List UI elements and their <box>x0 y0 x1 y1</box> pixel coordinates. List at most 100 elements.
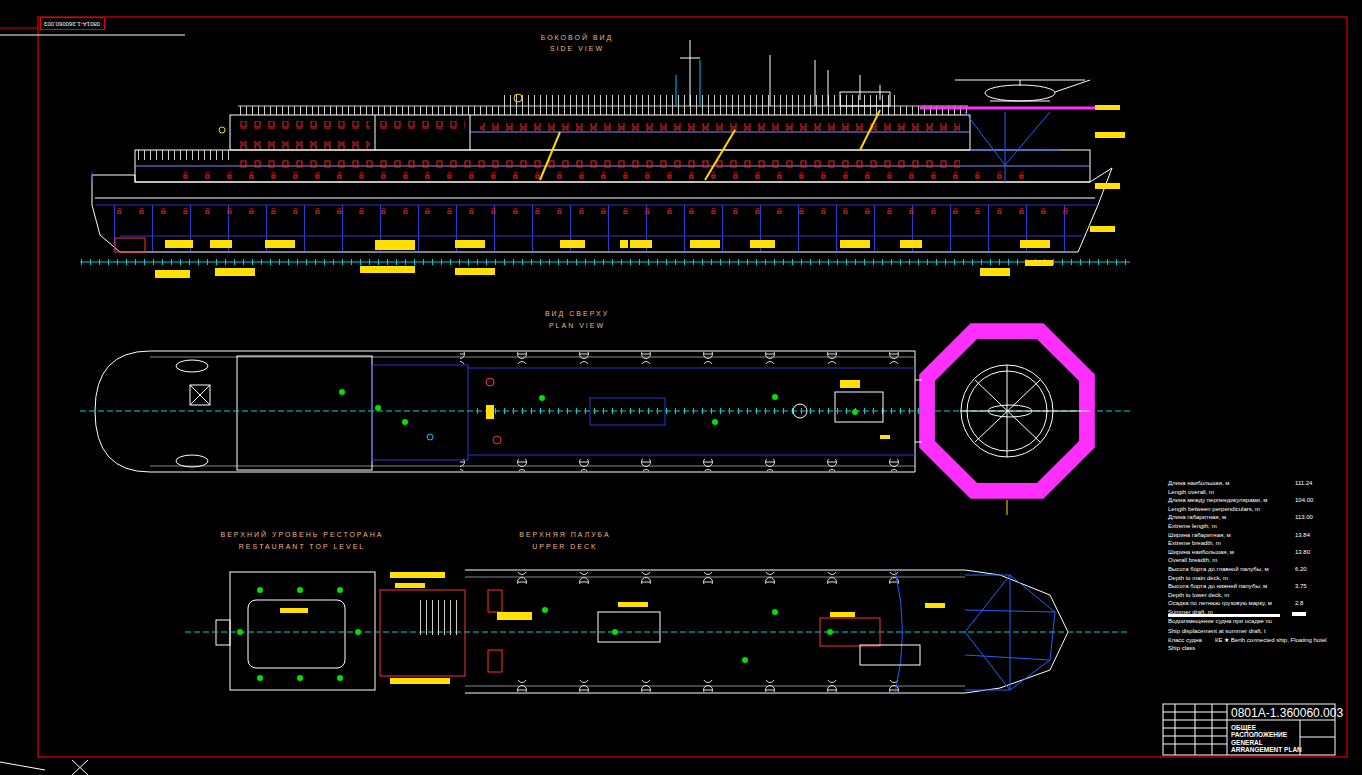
upper-deck-part <box>488 590 502 612</box>
side-view-part <box>828 70 829 106</box>
plan-equipment-part <box>772 394 778 400</box>
callout-tags-part <box>1095 132 1125 138</box>
plan-equipment-part <box>493 436 501 444</box>
plan-view-part <box>176 360 208 372</box>
side-view-part <box>860 110 880 150</box>
deck-equipment-part <box>395 583 425 588</box>
plan-view <box>80 323 1130 515</box>
plan-view-part <box>919 323 1095 499</box>
plan-equipment-part <box>852 409 858 415</box>
spec-value: 104.00 <box>1295 497 1313 503</box>
spec-label: Ship displacement at summer draft, t <box>1168 628 1266 634</box>
callout-tags-part <box>210 240 232 248</box>
view-title: UPPER DECK <box>532 543 598 550</box>
plan-view-part <box>460 352 910 364</box>
side-view-part <box>92 172 93 182</box>
spec-label: Ширина наибольшая, м <box>1168 549 1234 555</box>
deck-equipment-part <box>390 678 450 684</box>
side-view <box>80 40 1130 265</box>
title-block-grid-part <box>1195 704 1196 755</box>
side-view-part <box>240 160 960 168</box>
deck-equipment-part <box>925 603 945 608</box>
plan-view-part <box>190 385 210 405</box>
side-view-part <box>690 40 691 106</box>
spec-label: Depth to main deck, m <box>1168 575 1228 581</box>
plan-view-part <box>915 380 922 442</box>
callout-tags-part <box>620 240 628 248</box>
plan-equipment-part <box>539 395 545 401</box>
callout-tags-part <box>1095 105 1120 110</box>
spec-value: 111.24 <box>1295 480 1312 486</box>
spec-label: Высота борта до нижней палубы, м <box>1168 583 1267 589</box>
sheet-frame <box>0 17 1347 775</box>
callout-tags-part <box>215 268 255 276</box>
side-view-part <box>860 75 861 100</box>
side-view-part <box>470 132 970 133</box>
callout-tags-part <box>560 240 585 248</box>
spec-label: Осадка по летнюю грузовую марку, м <box>1168 600 1272 606</box>
side-view-part <box>970 150 1060 151</box>
callout-tags <box>155 105 1125 278</box>
revision-stamp: 0801A-1.360060.003 <box>40 17 105 30</box>
title-block: 0801A-1.360060.003ОБЩЕЕ РАСПОЛОЖЕНИЕ GEN… <box>1163 704 1348 757</box>
spec-label: Extreme breadth, m <box>1168 540 1221 546</box>
plan-view-part <box>1007 500 1008 515</box>
deck-equipment-part <box>772 609 778 615</box>
callout-tags-part <box>455 240 485 248</box>
drawing-title: ОБЩЕЕ РАСПОЛОЖЕНИЕ GENERAL ARRANGEMENT P… <box>1231 724 1303 754</box>
deck-equipment <box>237 572 945 684</box>
callout-tags-part <box>375 240 415 250</box>
side-view-part <box>985 85 1055 101</box>
spec-label: Length overall, m <box>1168 489 1214 495</box>
spec-label: Extreme length, m <box>1168 523 1217 529</box>
side-view-part <box>700 60 701 106</box>
spec-value: 2.8 <box>1295 600 1303 606</box>
plan-equipment-part <box>402 419 408 425</box>
view-title: БОКОВОЙ ВИД <box>541 34 614 41</box>
callout-tags-part <box>980 268 1010 276</box>
sheet-frame-part <box>0 28 38 29</box>
side-view-part <box>676 75 677 106</box>
deck-equipment-part <box>337 675 343 681</box>
side-view-part <box>1005 112 1006 182</box>
side-view-part <box>240 141 370 149</box>
stamp-number: 0801A-1.360060.003 <box>44 20 100 27</box>
callout-tags-part <box>265 240 295 248</box>
spec-value: 13.84 <box>1295 532 1310 538</box>
deck-equipment-part <box>827 629 833 635</box>
side-view-part <box>990 101 1050 102</box>
spec-label: Ship class <box>1168 645 1195 651</box>
side-view-part <box>1055 80 1090 92</box>
deck-equipment-part <box>257 675 263 681</box>
callout-tags-part <box>690 240 720 248</box>
side-view-part <box>815 60 816 106</box>
plan-view-part <box>793 404 807 418</box>
upper-deck-part <box>488 650 502 672</box>
deck-equipment-part <box>297 587 303 593</box>
sheet-frame-part <box>38 17 1347 757</box>
side-view-part <box>480 123 960 131</box>
plan-view-part <box>988 405 1032 417</box>
upper-deck-part <box>470 572 900 584</box>
sheet-frame-part <box>0 762 45 770</box>
spec-value: 6.20 <box>1295 566 1307 572</box>
side-view-part <box>840 92 890 106</box>
plan-equipment-part <box>840 380 860 388</box>
side-view-part <box>80 259 1130 265</box>
plan-view-part <box>372 365 468 460</box>
side-view-part <box>219 127 225 133</box>
spec-label: Длина между перпендикулярами, м <box>1168 497 1267 503</box>
deck-equipment-part <box>297 675 303 681</box>
plan-view-part <box>190 385 210 405</box>
deck-equipment-part <box>830 612 855 617</box>
side-view-part <box>110 208 1070 214</box>
deck-equipment-part <box>257 587 263 593</box>
sheet-frame-part <box>0 35 185 36</box>
plan-equipment <box>339 378 890 444</box>
side-view-part <box>230 115 970 150</box>
callout-tags-part <box>630 240 652 248</box>
plan-equipment-part <box>339 389 345 395</box>
spec-label: Ширина габаритная, м <box>1168 532 1231 538</box>
